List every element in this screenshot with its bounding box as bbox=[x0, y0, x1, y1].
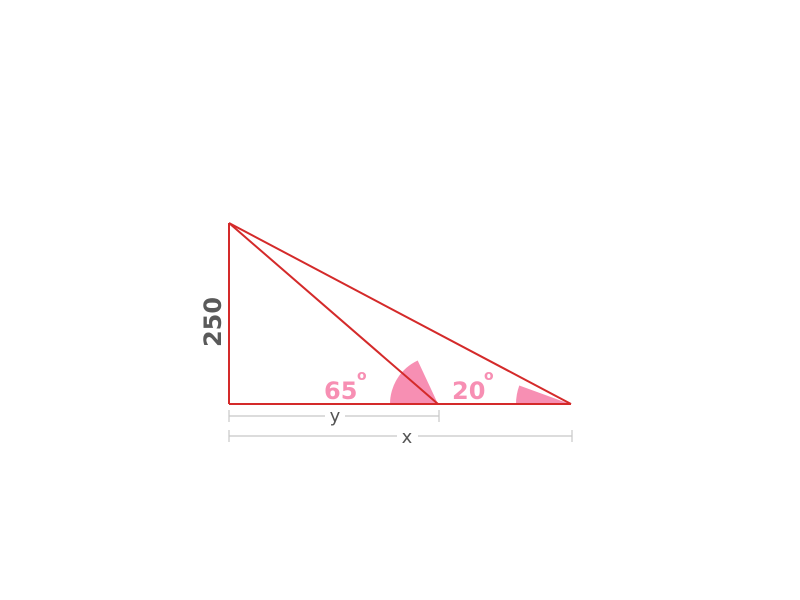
height-label: 250 bbox=[199, 297, 227, 347]
angle-20-sector bbox=[516, 385, 570, 404]
angle-20-degree-symbol: o bbox=[484, 368, 494, 384]
angle-65-label: 65 bbox=[324, 377, 357, 405]
triangle-lines bbox=[228, 222, 572, 405]
outer-hypotenuse bbox=[228, 222, 572, 405]
angle-65-degree-symbol: o bbox=[357, 368, 367, 384]
dimension-x-label: x bbox=[402, 427, 413, 448]
inner-diagonal bbox=[228, 222, 439, 405]
angle-20-label: 20 bbox=[452, 377, 485, 405]
dimension-y-label: y bbox=[330, 406, 341, 427]
dimension-y bbox=[228, 410, 440, 422]
dimension-x bbox=[228, 430, 573, 442]
